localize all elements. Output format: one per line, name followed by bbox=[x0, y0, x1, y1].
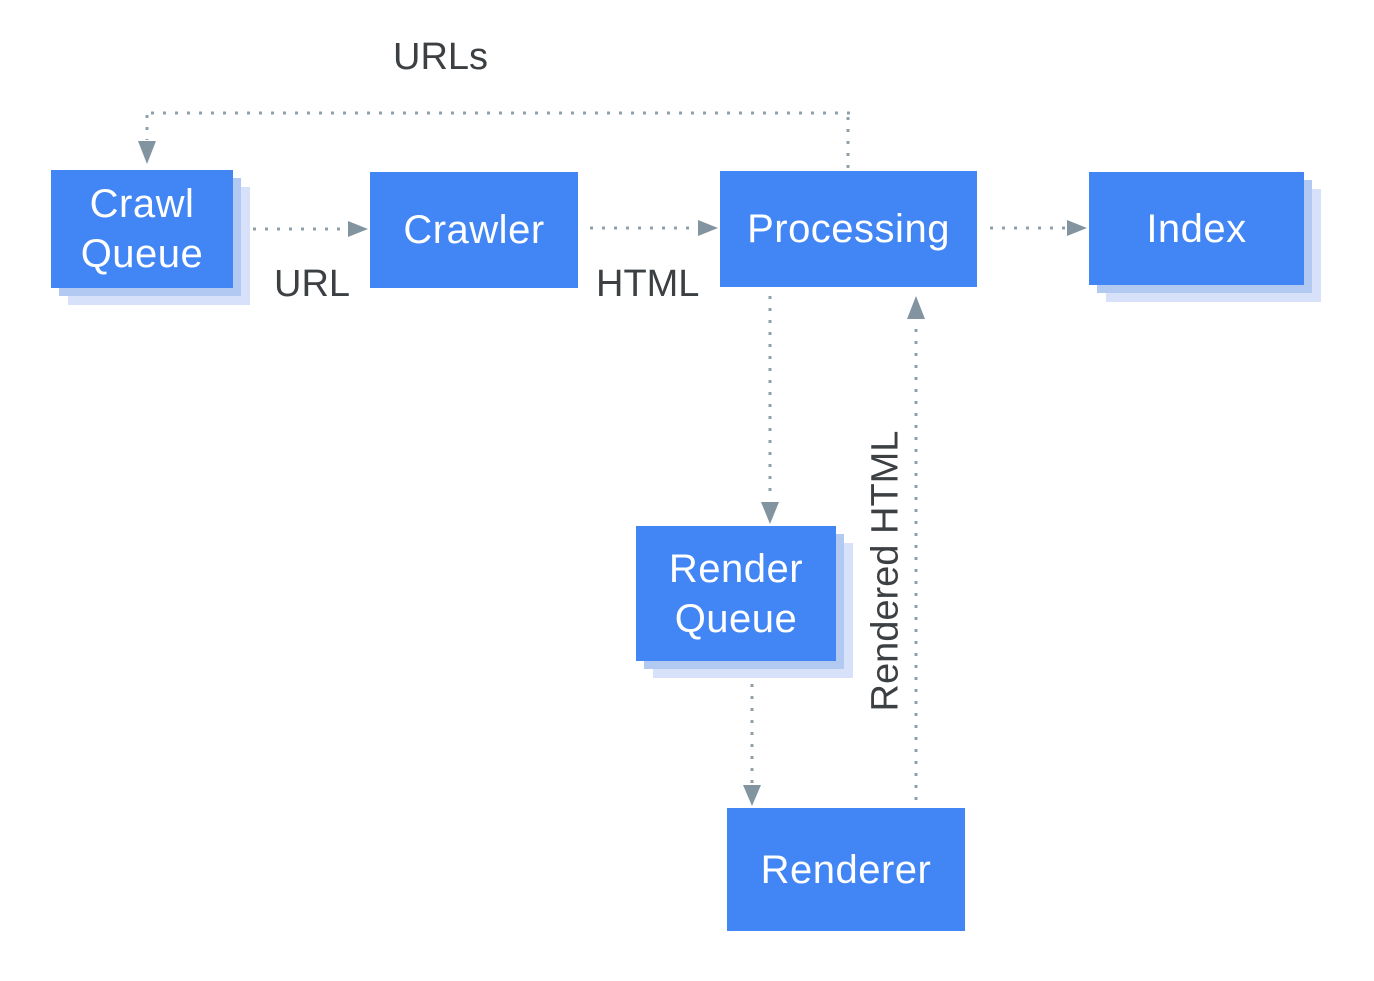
edge-crawl-queue-to-crawler bbox=[253, 221, 368, 237]
node-crawler: Crawler bbox=[370, 172, 578, 288]
node-render-queue: Render Queue bbox=[636, 526, 836, 661]
node-renderer-label: Renderer bbox=[760, 847, 932, 892]
edge-label-rendered-html: Rendered HTML bbox=[864, 430, 907, 712]
edge-label-url: URL bbox=[274, 263, 351, 305]
edge-label-urls: URLs bbox=[393, 36, 489, 78]
node-crawl-queue: Crawl Queue bbox=[51, 170, 233, 288]
node-renderer: Renderer bbox=[727, 808, 965, 931]
arrowhead-into-crawler bbox=[348, 221, 368, 237]
edge-processing-to-render-queue bbox=[761, 296, 779, 524]
edge-crawler-to-processing bbox=[590, 220, 718, 236]
edge-label-html: HTML bbox=[596, 263, 700, 305]
node-processing: Processing bbox=[720, 171, 977, 287]
arrowhead-into-renderer bbox=[743, 785, 761, 806]
arrowhead-into-processing-bottom bbox=[907, 296, 925, 319]
node-processing-label: Processing bbox=[747, 207, 950, 251]
arrowhead-into-render-queue bbox=[761, 502, 779, 524]
node-crawler-label: Crawler bbox=[403, 208, 545, 252]
arrowhead-into-crawl-queue bbox=[138, 141, 156, 164]
node-render-queue-label: Render Queue bbox=[668, 546, 804, 641]
edge-processing-to-index bbox=[990, 220, 1087, 236]
edge-render-queue-to-renderer bbox=[743, 684, 761, 806]
node-index-label: Index bbox=[1146, 206, 1247, 251]
edge-renderer-to-processing bbox=[907, 296, 925, 800]
node-index: Index bbox=[1089, 172, 1304, 285]
node-crawl-queue-label: Crawl Queue bbox=[80, 182, 204, 276]
arrowhead-into-processing-left bbox=[698, 220, 718, 236]
edge-processing-to-crawl-queue bbox=[138, 111, 850, 168]
arrowhead-into-index bbox=[1067, 220, 1087, 236]
